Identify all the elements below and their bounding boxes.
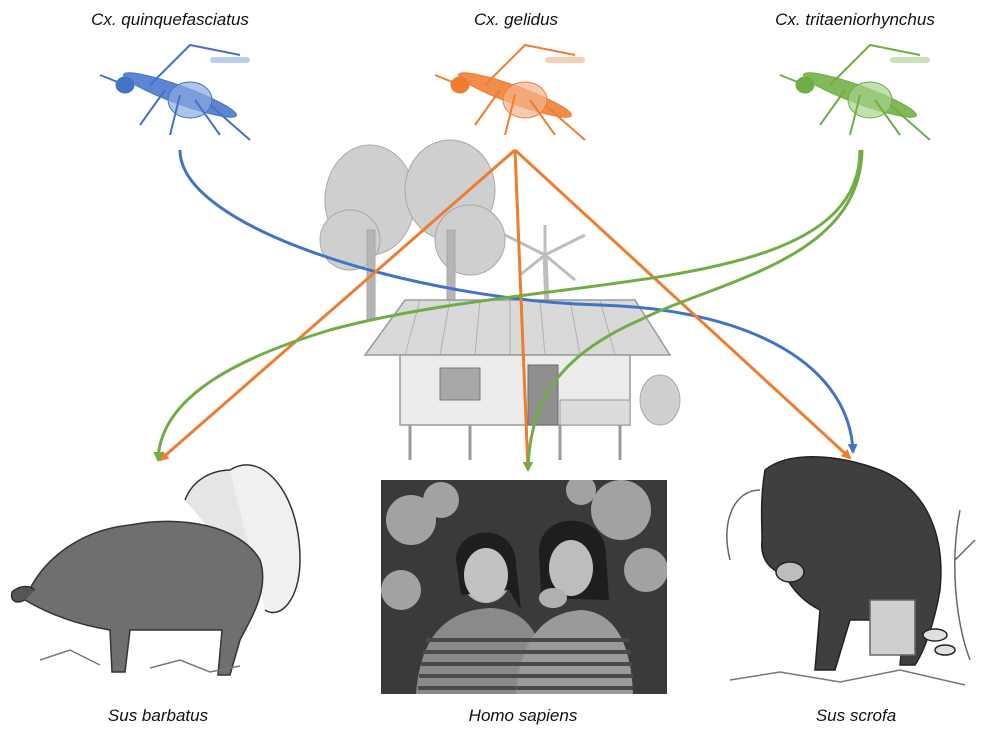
vector-label-gelidus: Cx. gelidus [473,10,559,29]
stilt-house-illustration [363,299,672,460]
host-label-sus-barbatus: Sus barbatus [107,706,209,725]
people-photo [381,480,667,694]
arrow-tritaeniorhynchus-to-barbatus [153,149,862,462]
person [516,520,633,694]
wild-boar-illustration [10,464,301,676]
arrow-gelidus-to-barbatus [158,148,516,462]
host-label-homo-sapiens: Homo sapiens [468,706,578,725]
tree-illustration [319,139,681,426]
wild-boar-illustration [726,456,976,686]
mosquito-icon [434,43,586,141]
arrow-quinquefasciatus-to-scrofa [178,149,858,454]
arrow-gelidus-to-homo [513,149,533,472]
mosquito-icon [779,43,931,141]
vector-label-quinquefasciatus: Cx. quinquefasciatus [91,10,249,29]
host-label-sus-scrofa: Sus scrofa [815,706,897,725]
arrow-tritaeniorhynchus-to-homo [523,149,864,472]
interaction-arrows [153,148,864,472]
arrow-gelidus-to-scrofa [513,148,852,460]
mosquito-icon [99,43,251,141]
person [416,532,546,694]
vector-label-tritaeniorhynchus: Cx. tritaeniorhynchus [775,10,935,29]
